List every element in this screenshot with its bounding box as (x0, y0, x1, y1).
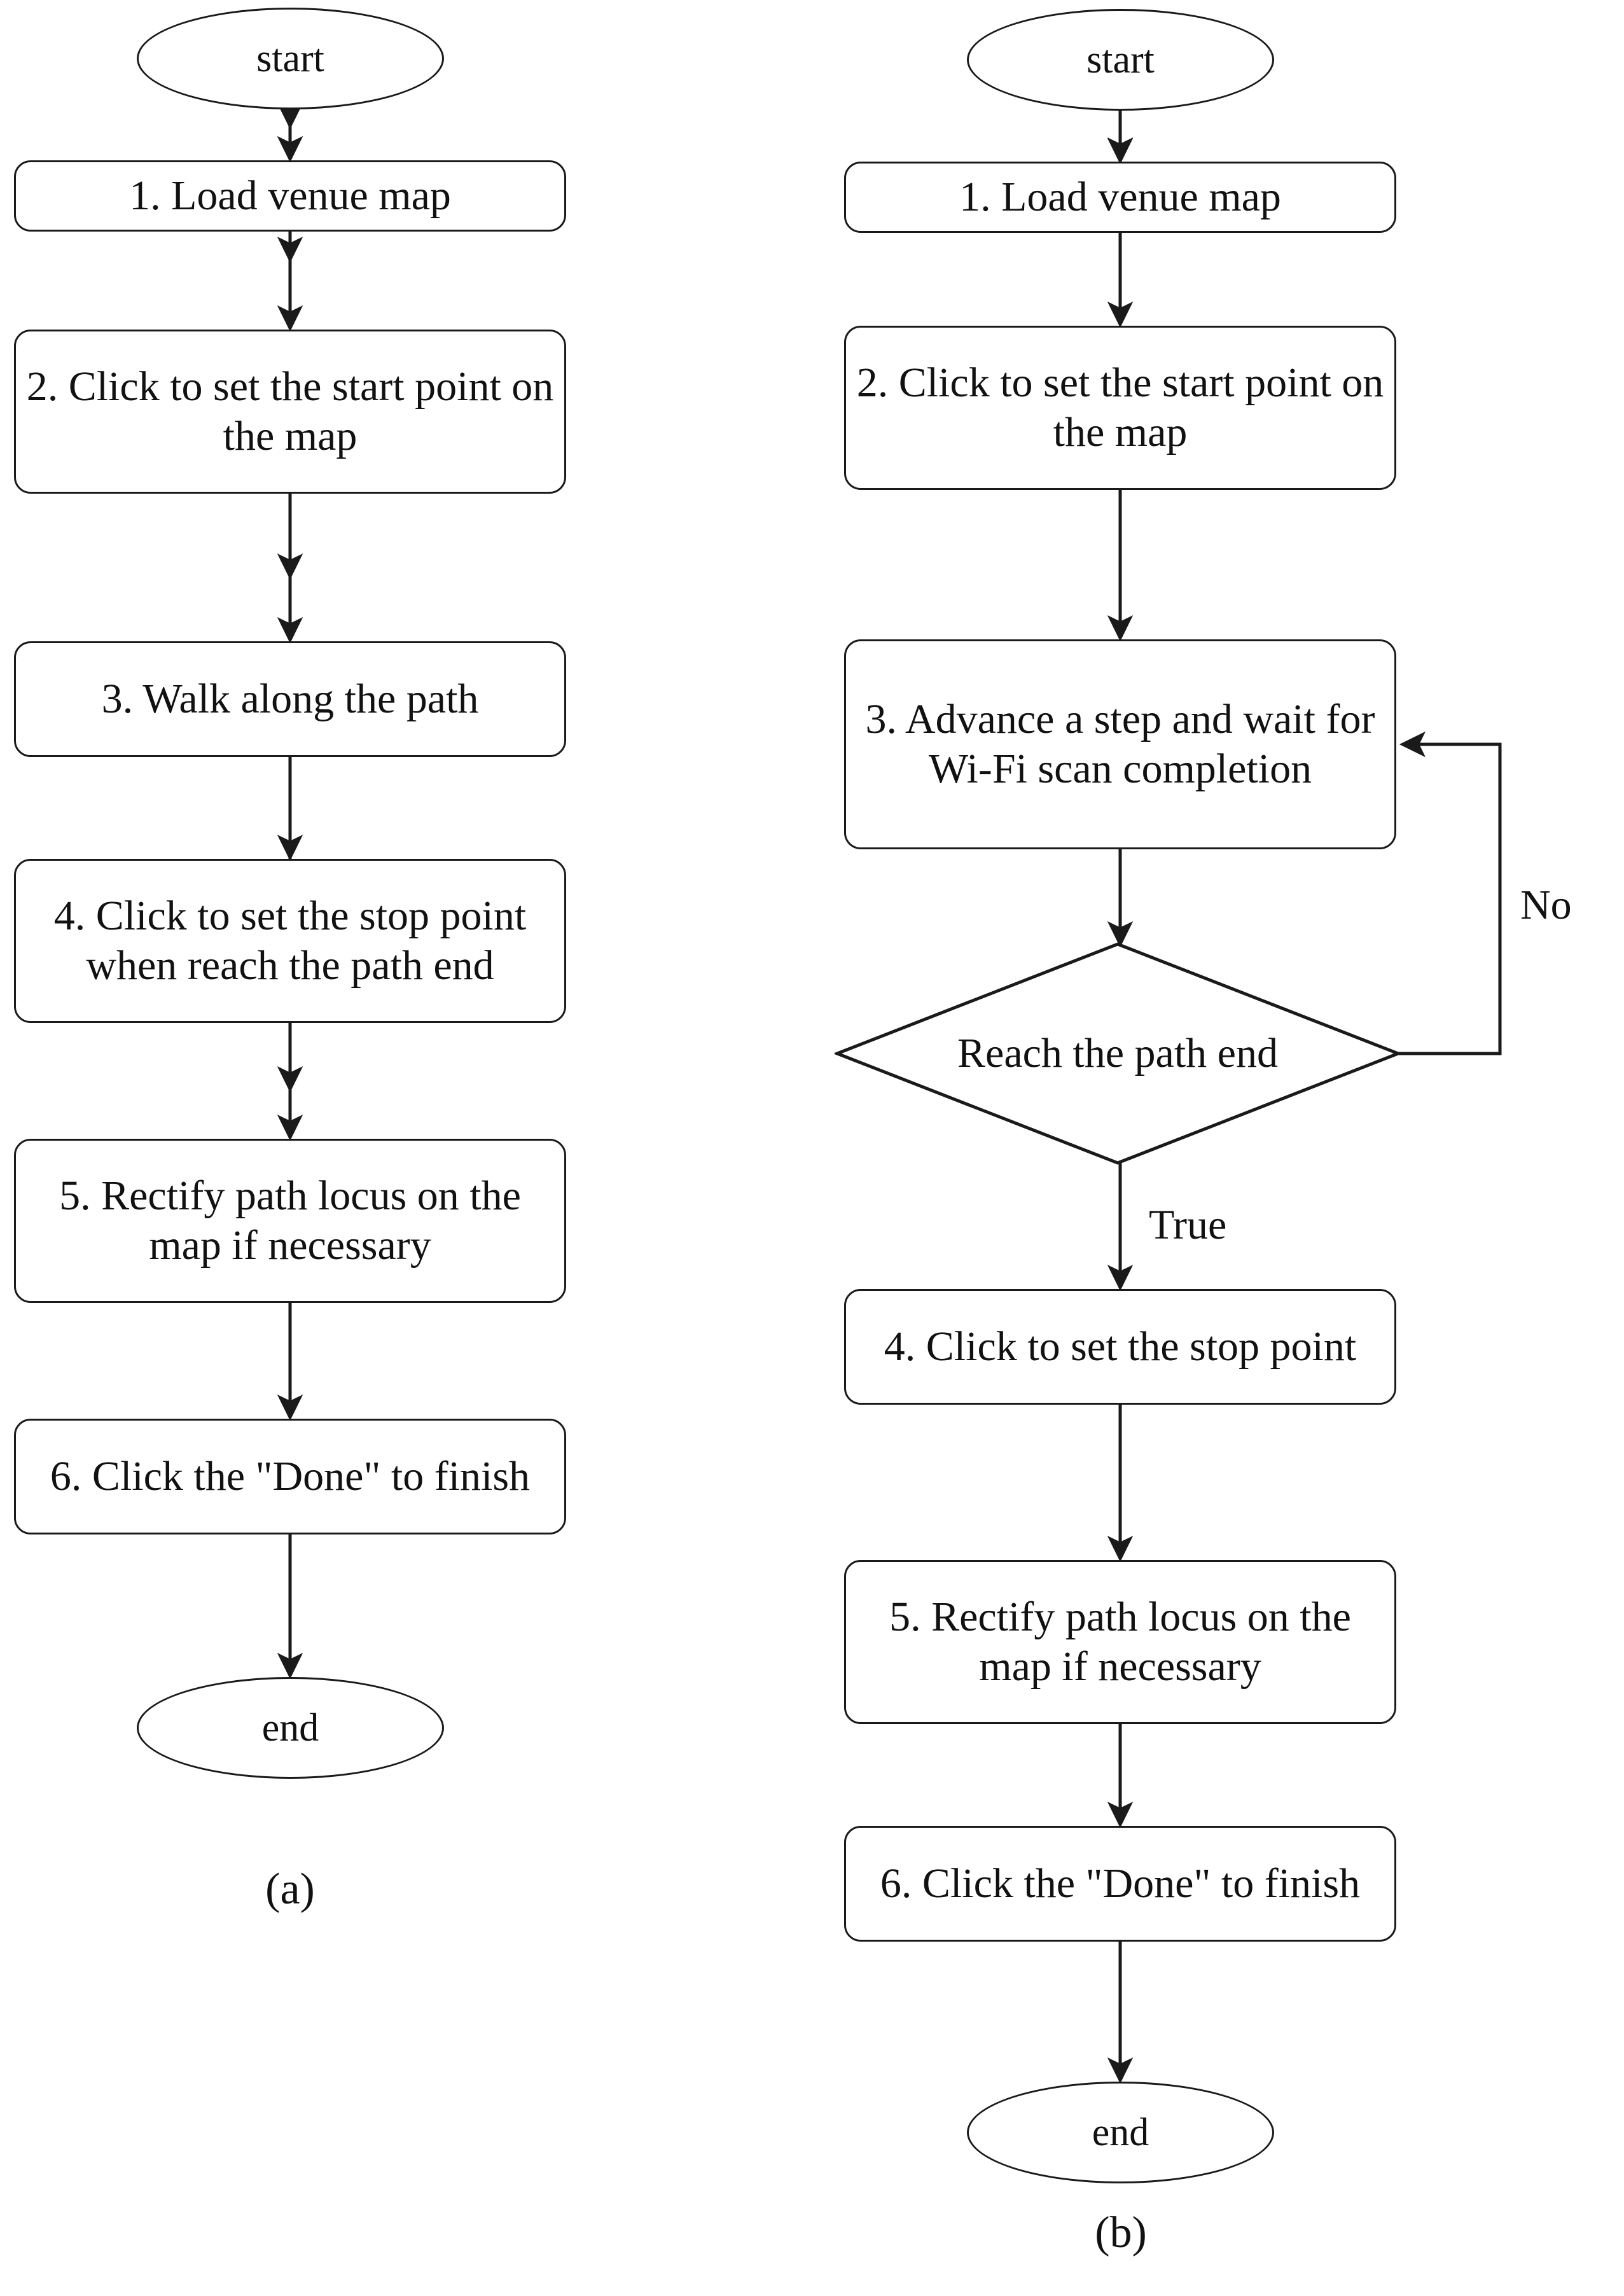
panel-a-step-3-label: 3. Walk along the path (101, 676, 479, 723)
panel-a-step-4-label: 4. Click to set the stop point when reac… (53, 893, 527, 989)
edge-label-true: True (1149, 1201, 1226, 1249)
panel-a-caption: (a) (226, 1864, 354, 1915)
panel-b-caption-text: (b) (1095, 2208, 1147, 2257)
edge-label-no: No (1520, 881, 1572, 929)
panel-a-step-6: 6. Click the "Done" to finish (14, 1419, 566, 1534)
panel-b-step-4-label: 4. Click to set the stop point (884, 1323, 1357, 1370)
panel-b-caption: (b) (1057, 2208, 1184, 2258)
panel-a-step-3: 3. Walk along the path (14, 641, 566, 757)
panel-a-step-6-label: 6. Click the "Done" to finish (50, 1453, 531, 1500)
panel-a-step-4: 4. Click to set the stop point when reac… (14, 859, 566, 1023)
panel-a-step-1: 1. Load venue map (14, 160, 566, 232)
panel-b-step-1-label: 1. Load venue map (959, 174, 1281, 221)
panel-a-end-label: end (261, 1706, 319, 1750)
panel-b-step-1: 1. Load venue map (844, 162, 1396, 233)
panel-b-step-5-label: 5. Rectify path locus on the map if nece… (889, 1594, 1351, 1690)
panel-b-decision: Reach the path end (835, 942, 1401, 1165)
panel-a-step-5: 5. Rectify path locus on the map if nece… (14, 1139, 566, 1303)
panel-a-start-label: start (256, 36, 324, 80)
panel-a-caption-text: (a) (265, 1865, 315, 1914)
panel-b-step-3-label: 3. Advance a step and wait for Wi-Fi sca… (865, 696, 1375, 792)
panel-a-step-5-label: 5. Rectify path locus on the map if nece… (59, 1172, 521, 1269)
panel-b-step-2: 2. Click to set the start point on the m… (844, 326, 1396, 490)
panel-b-step-3: 3. Advance a step and wait for Wi-Fi sca… (844, 639, 1396, 849)
panel-b-step-4: 4. Click to set the stop point (844, 1289, 1396, 1405)
panel-b-start-label: start (1086, 38, 1155, 81)
panel-b-step-6: 6. Click the "Done" to finish (844, 1826, 1396, 1942)
panel-b-end-terminator: end (967, 2082, 1274, 2183)
panel-b-step-6-label: 6. Click the "Done" to finish (880, 1860, 1361, 1907)
panel-a-step-2: 2. Click to set the start point on the m… (14, 330, 566, 494)
edge-label-true-text: True (1149, 1202, 1227, 1248)
panel-a-start-terminator: start (137, 8, 444, 109)
edge-label-no-text: No (1520, 882, 1572, 928)
conn-b-no-loop (1398, 731, 1502, 1055)
panel-b-decision-label: Reach the path end (957, 1030, 1278, 1077)
panel-a-step-1-label: 1. Load venue map (129, 172, 451, 219)
panel-b-step-2-label: 2. Click to set the start point on the m… (856, 359, 1384, 456)
panel-b-start-terminator: start (967, 9, 1274, 111)
decision-diamond-shape (835, 942, 1401, 1165)
panel-a-end-terminator: end (137, 1677, 444, 1779)
panel-a-step-2-label: 2. Click to set the start point on the m… (26, 363, 554, 459)
panel-b-end-label: end (1092, 2110, 1149, 2154)
panel-b-step-5: 5. Rectify path locus on the map if nece… (844, 1560, 1396, 1724)
